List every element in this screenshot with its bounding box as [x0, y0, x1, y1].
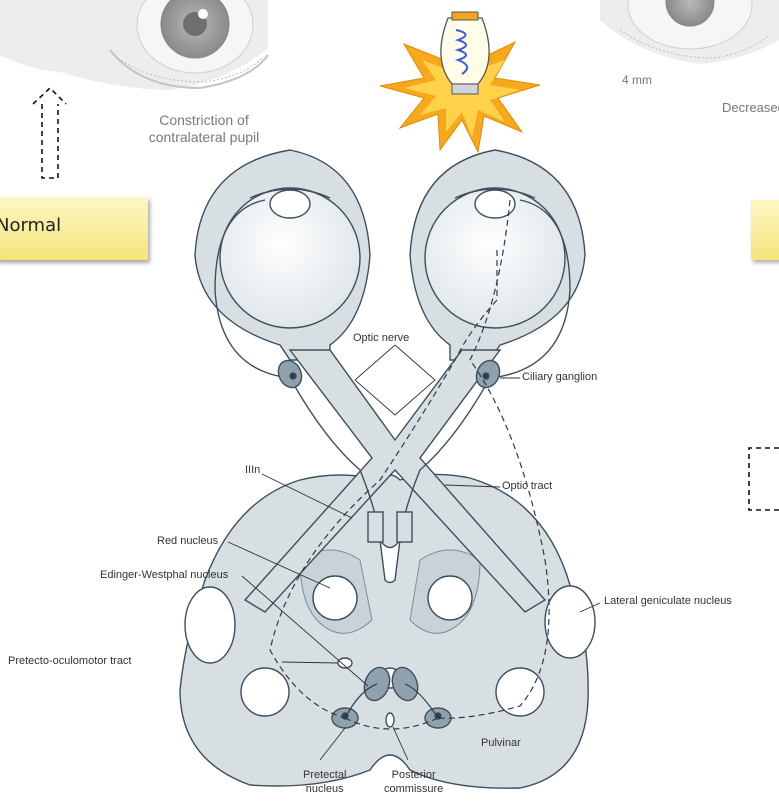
- right-arrow-fragment: [749, 448, 779, 510]
- right-tag: [751, 200, 779, 260]
- third-nerve-label: IIIn: [245, 464, 260, 476]
- pupil-size-label: 4 mm: [622, 73, 652, 87]
- up-arrow-icon: [33, 88, 66, 178]
- red-nucleus-label: Red nucleus: [157, 535, 218, 547]
- posterior-commissure-label: Posterior commissure: [384, 768, 443, 796]
- pretectal-nucleus-label: Pretectal nucleus: [303, 768, 346, 796]
- light-bulb-icon: [380, 12, 540, 152]
- contralateral-eye-icon: [0, 0, 268, 90]
- contralateral-caption: Constriction of contralateral pupil: [118, 112, 290, 146]
- optic-nerve-label: Optic nerve: [353, 332, 409, 344]
- normal-tag-label: Normal: [0, 215, 61, 236]
- midbrain-section: [180, 474, 588, 788]
- decreased-label: Decreased: [722, 100, 779, 115]
- ipsilateral-eye-icon: [600, 0, 779, 64]
- ciliary-ganglion-label: Ciliary ganglion: [522, 371, 597, 383]
- anatomy-group: [180, 150, 595, 788]
- pretecto-oculomotor-label: Pretecto-oculomotor tract: [8, 655, 132, 667]
- normal-tag: Normal: [0, 197, 148, 260]
- edinger-westphal-label: Edinger-Westphal nucleus: [100, 569, 228, 581]
- lateral-geniculate-label: Lateral geniculate nucleus: [604, 595, 732, 607]
- pulvinar-label: Pulvinar: [481, 737, 521, 749]
- optic-tract-label: Optic tract: [502, 480, 552, 492]
